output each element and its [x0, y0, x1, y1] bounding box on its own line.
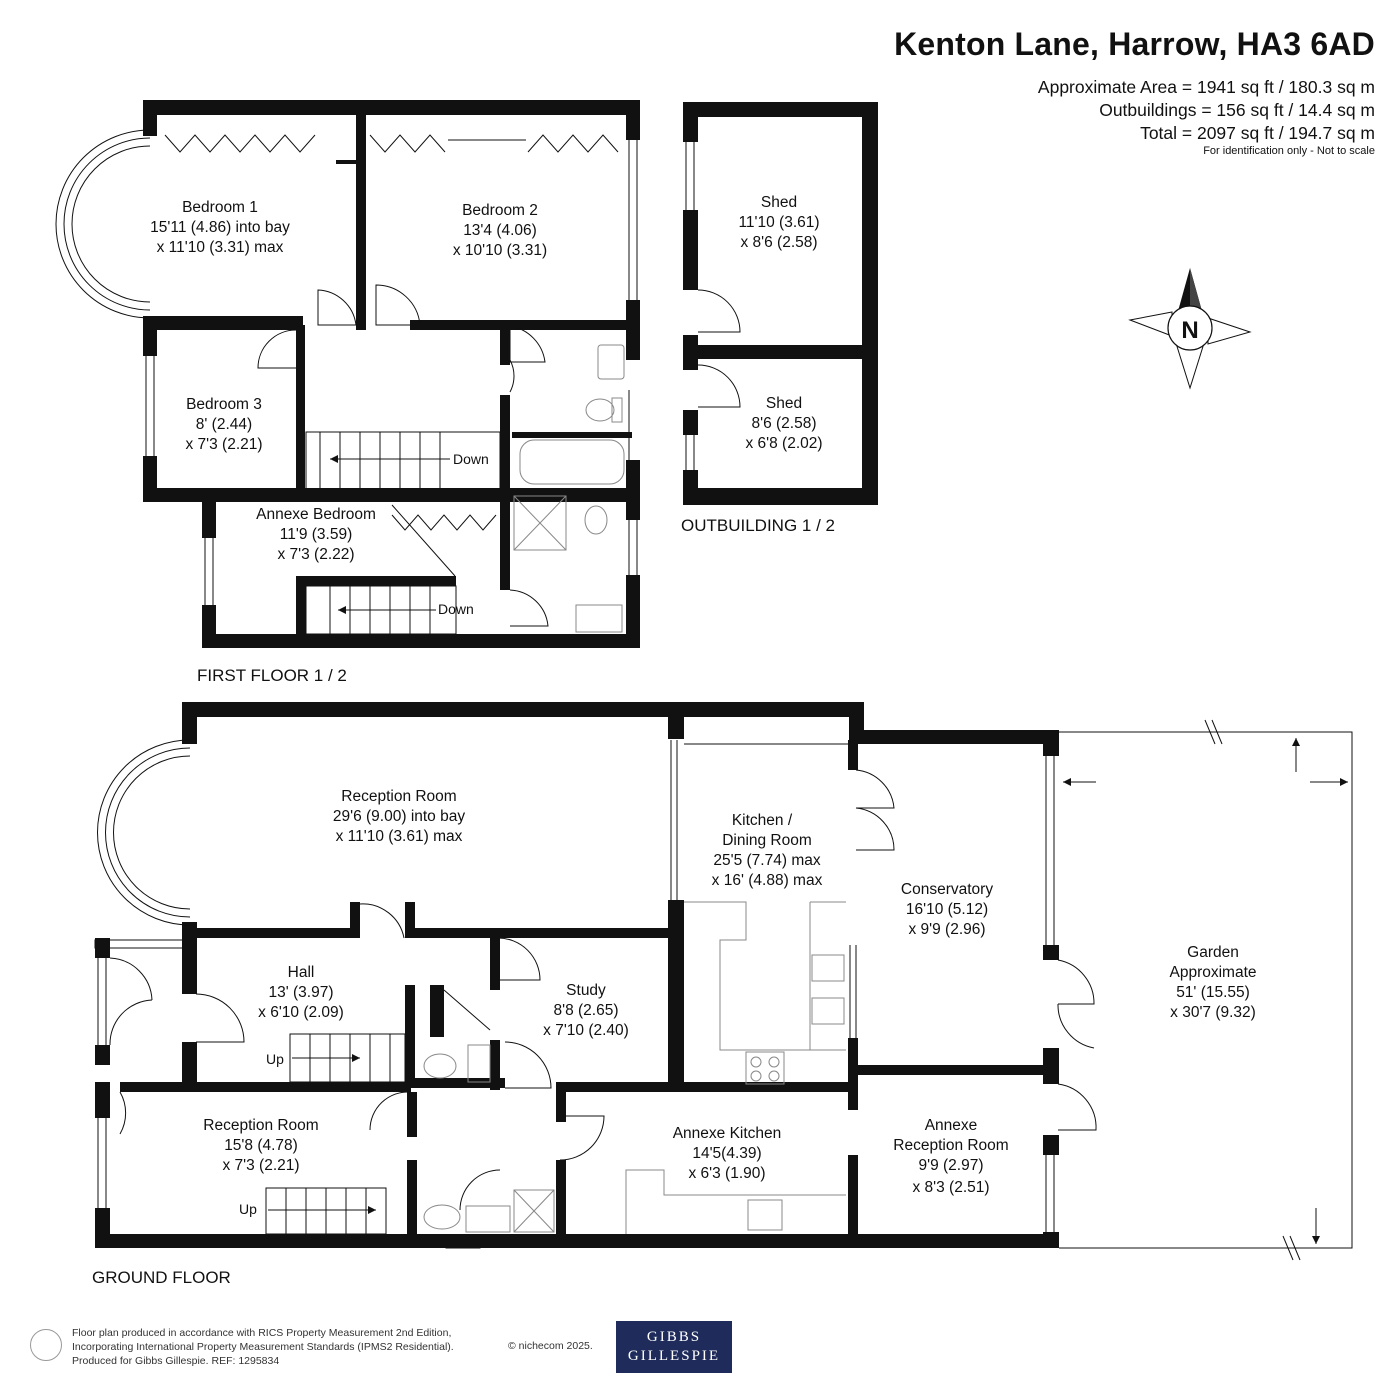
room-labels: Bedroom 1 15'11 (4.86) into bay x 11'10 … — [92, 194, 1257, 1287]
garden-name1: Garden — [1187, 944, 1239, 961]
annexe-kitchen-dim1: 14'5(4.39) — [692, 1145, 761, 1162]
annexe-kitchen-dim2: x 6'3 (1.90) — [688, 1165, 765, 1182]
reception2-dim2: x 7'3 (2.21) — [222, 1157, 299, 1174]
bedroom1-dim1: 15'11 (4.86) into bay — [150, 219, 290, 236]
bedroom3-dim1: 8' (2.44) — [196, 416, 252, 433]
conservatory-dim1: 16'10 (5.12) — [906, 901, 988, 918]
study-name: Study — [566, 982, 606, 999]
shed2-dim2: x 6'8 (2.02) — [745, 435, 822, 452]
bedroom1-dim2: x 11'10 (3.31) max — [157, 239, 284, 256]
compass-icon: N — [1128, 268, 1252, 390]
kitchen-name1: Kitchen / — [732, 812, 793, 829]
footer-line-3: Produced for Gibbs Gillespie. REF: 12958… — [72, 1355, 280, 1367]
outbuildings-area: Outbuildings = 156 sq ft / 14.4 sq m — [1099, 100, 1375, 120]
compass-north-label: N — [1181, 317, 1198, 344]
bedroom3-name: Bedroom 3 — [186, 396, 262, 413]
logo-line-1: GIBBS — [646, 1329, 702, 1345]
property-title: Kenton Lane, Harrow, HA3 6AD — [894, 26, 1375, 62]
gibbs-gillespie-logo: GIBBS GILLESPIE — [616, 1321, 732, 1373]
footer-line-2: Incorporating International Property Mea… — [72, 1341, 454, 1353]
study-dim2: x 7'10 (2.40) — [543, 1022, 629, 1039]
bedroom1-name: Bedroom 1 — [182, 199, 258, 216]
annexe-kitchen-name: Annexe Kitchen — [673, 1125, 782, 1142]
kitchen-name2: Dining Room — [722, 832, 812, 849]
shed2-dim1: 8'6 (2.58) — [752, 415, 817, 432]
garden-name2: Approximate — [1169, 964, 1256, 981]
reception1-dim2: x 11'10 (3.61) max — [336, 828, 463, 845]
annexe-bedroom-dim1: 11'9 (3.59) — [280, 526, 352, 543]
stairs-down-first: Down — [453, 451, 489, 467]
shed1-name: Shed — [761, 194, 797, 211]
hall-dim1: 13' (3.97) — [269, 984, 334, 1001]
garden-dim1: 51' (15.55) — [1176, 984, 1250, 1001]
bedroom2-dim2: x 10'10 (3.31) — [453, 242, 547, 259]
kitchen-dim1: 25'5 (7.74) max — [713, 852, 820, 869]
ground-floor-label: GROUND FLOOR — [92, 1268, 231, 1287]
shed1-dim1: 11'10 (3.61) — [738, 214, 819, 231]
shed2-name: Shed — [766, 395, 802, 412]
hall-name: Hall — [288, 964, 315, 981]
garden-dim2: x 30'7 (9.32) — [1170, 1004, 1256, 1021]
reception2-name: Reception Room — [203, 1117, 318, 1134]
footer-line-1: Floor plan produced in accordance with R… — [72, 1327, 452, 1339]
conservatory-dim2: x 9'9 (2.96) — [908, 921, 985, 938]
hall-dim2: x 6'10 (2.09) — [258, 1004, 344, 1021]
footer-notes: Floor plan produced in accordance with R… — [72, 1326, 454, 1368]
reception1-dim1: 29'6 (9.00) into bay — [333, 808, 465, 825]
first-floor-label: FIRST FLOOR 1 / 2 — [197, 666, 347, 685]
annexe-reception-dim2: x 8'3 (2.51) — [912, 1179, 989, 1196]
reception2-dim1: 15'8 (4.78) — [224, 1137, 298, 1154]
total-area: Total = 2097 sq ft / 194.7 sq m — [1140, 123, 1375, 143]
annexe-bedroom-name: Annexe Bedroom — [256, 506, 376, 523]
bedroom3-dim2: x 7'3 (2.21) — [185, 436, 262, 453]
kitchen-dim2: x 16' (4.88) max — [712, 872, 823, 889]
annexe-reception-dim1: 9'9 (2.97) — [919, 1157, 984, 1174]
annexe-bedroom-dim2: x 7'3 (2.22) — [277, 546, 354, 563]
person-icon — [30, 1329, 62, 1361]
copyright-text: © nichecom 2025. — [508, 1340, 593, 1352]
bedroom2-dim1: 13'4 (4.06) — [463, 222, 537, 239]
outbuilding-plan — [683, 102, 878, 505]
stairs-up-reception: Up — [239, 1201, 257, 1217]
bedroom2-name: Bedroom 2 — [462, 202, 538, 219]
first-floor-plan — [55, 100, 640, 648]
shed1-dim2: x 8'6 (2.58) — [740, 234, 817, 251]
reception1-name: Reception Room — [341, 788, 456, 805]
logo-line-2: GILLESPIE — [627, 1348, 721, 1364]
stairs-up-hall: Up — [266, 1051, 284, 1067]
annexe-reception-name2: Reception Room — [893, 1137, 1008, 1154]
approximate-area: Approximate Area = 1941 sq ft / 180.3 sq… — [1037, 77, 1375, 97]
conservatory-name: Conservatory — [901, 881, 993, 898]
outbuilding-label: OUTBUILDING 1 / 2 — [681, 516, 835, 535]
scale-disclaimer: For identification only - Not to scale — [1203, 145, 1375, 157]
study-dim1: 8'8 (2.65) — [554, 1002, 619, 1019]
stairs-down-annexe: Down — [438, 601, 474, 617]
annexe-reception-name1: Annexe — [925, 1117, 978, 1134]
ground-floor-plan — [94, 702, 1353, 1261]
